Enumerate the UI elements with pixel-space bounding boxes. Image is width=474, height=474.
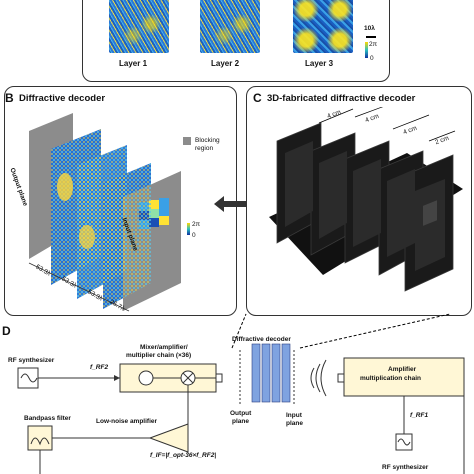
- amplifier-chain-box: [343, 357, 465, 397]
- panel-d-letter: D: [2, 324, 11, 338]
- bandpass-box: [27, 425, 53, 451]
- layer-3-map: [293, 0, 353, 53]
- distance-axis: [28, 262, 130, 312]
- printed-decoder-photo: [269, 107, 463, 292]
- panel-c-title: 3D-fabricated diffractive decoder: [267, 93, 416, 104]
- decoder-layers: [251, 343, 291, 403]
- scale-bar: [366, 36, 376, 38]
- rf-synth-right-label: RF synthesizer: [382, 464, 429, 471]
- amplifier-chain-label-2: multiplication chain: [360, 375, 422, 382]
- f-rf1-label: f_RF1: [410, 412, 429, 419]
- panel-c-letter: C: [253, 91, 262, 105]
- panel-b-letter: B: [5, 91, 14, 105]
- layer-2-label: Layer 2: [211, 59, 240, 68]
- colorbar: [365, 42, 368, 58]
- setup-diagram: [17, 343, 465, 474]
- panel-b-title: Diffractive decoder: [19, 93, 106, 104]
- diffractive-decoder-label: Diffractive decoder: [232, 336, 291, 343]
- layer-1-map: [109, 0, 169, 53]
- panel-c: C 3D-fabricated diffractive decoder 4 cm…: [246, 86, 472, 316]
- f-rf2-label: f_RF2: [90, 364, 109, 371]
- layer-1-label: Layer 1: [119, 59, 148, 68]
- layer-2-map: [200, 0, 260, 53]
- mixer-chain-label-2: multiplier chain (×36): [126, 352, 192, 359]
- panel-b-colorbar-max: 2π: [192, 221, 201, 228]
- colorbar-min-label: 0: [370, 55, 374, 62]
- panel-b: B Diffractive decoder: [4, 86, 237, 316]
- diffractive-decoder-stack: [28, 113, 181, 312]
- amplifier-chain-label: Amplifier: [388, 366, 417, 373]
- output-plane-d-label-2: plane: [232, 418, 249, 425]
- blocking-legend-swatch: [183, 137, 191, 145]
- b-c-arrow: [214, 196, 248, 212]
- lna-triangle: [148, 423, 189, 453]
- panel-a: Layer 1 Layer 2 Layer 3 10λ 2π 0: [82, 0, 390, 82]
- panel-b-colorbar: [187, 223, 190, 235]
- colorbar-max-label: 2π: [369, 41, 378, 48]
- scale-bar-label: 10λ: [364, 25, 375, 32]
- output-plane-d-label: Output: [230, 410, 252, 417]
- bandpass-label: Bandpass filter: [24, 415, 71, 422]
- blocking-legend-label: Blocking region: [195, 137, 220, 152]
- dashed-connectors: [231, 313, 451, 349]
- input-plane-d-label-2: plane: [286, 420, 303, 427]
- rf-synth-left-label: RF synthesizer: [8, 357, 55, 364]
- f-if-label: f_IF=|f_opt-36×f_RF2|: [150, 452, 217, 459]
- lna-label: Low-noise amplifier: [96, 418, 158, 425]
- mixer-chain-label: Mixer/amplifier/: [140, 344, 188, 351]
- panel-b-colorbar-min: 0: [192, 232, 196, 239]
- layer-3-label: Layer 3: [305, 59, 334, 68]
- input-plane-d-label: Input: [286, 412, 302, 419]
